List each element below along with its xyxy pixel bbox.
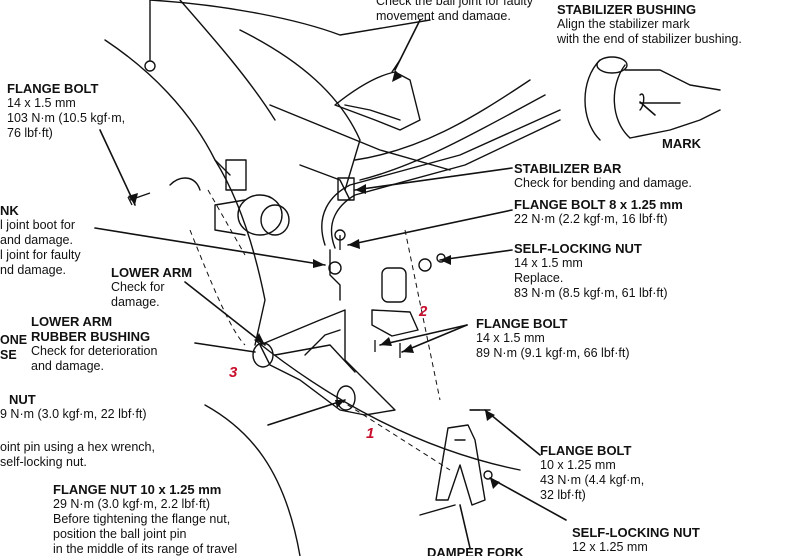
label-line: damage. bbox=[111, 295, 160, 309]
label-title: FLANGE NUT 10 x 1.25 mm bbox=[53, 482, 222, 497]
upper-arm bbox=[144, 0, 421, 131]
label-line: 14 x 1.5 mm bbox=[7, 96, 76, 110]
label-title: STABILIZER BUSHING bbox=[557, 2, 697, 17]
label-flange-bolt-10: FLANGE BOLT 10 x 1.25 mm 43 N·m (4.4 kgf… bbox=[540, 443, 644, 503]
bolt-14-left bbox=[127, 192, 151, 206]
label-line: 76 lbf·ft) bbox=[7, 126, 53, 140]
label-line: 12 x 1.25 mm bbox=[572, 540, 648, 554]
label-line: oint pin using a hex wrench, bbox=[0, 440, 155, 454]
label-line: 14 x 1.5 mm bbox=[476, 331, 545, 345]
label-title: NK bbox=[0, 203, 19, 218]
label-flange-bolt-8: FLANGE BOLT 8 x 1.25 mm 22 N·m (2.2 kgf·… bbox=[514, 197, 683, 227]
label-line: Check for bending and damage. bbox=[514, 176, 692, 190]
label-title: FLANGE BOLT 8 x 1.25 mm bbox=[514, 197, 683, 212]
label-title: MARK bbox=[662, 136, 701, 151]
label-line: ONE bbox=[0, 333, 28, 347]
label-line: movement and damage. bbox=[376, 9, 511, 20]
label-line: 89 N·m (9.1 kgf·m, 66 lbf·ft) bbox=[476, 346, 630, 360]
driveshaft-boot bbox=[169, 159, 290, 236]
label-line: 9 N·m (3.0 kgf·m, 22 lbf·ft) bbox=[0, 407, 147, 421]
label-line: 32 lbf·ft) bbox=[540, 488, 586, 502]
label-line: SE bbox=[0, 348, 17, 362]
label-line: nd damage. bbox=[0, 263, 67, 277]
label-title: LOWER ARM bbox=[31, 314, 113, 329]
lower-arm bbox=[252, 309, 396, 416]
stabilizer-link bbox=[328, 229, 346, 301]
label-nut-partial: NUT 9 N·m (3.0 kgf·m, 22 lbf·ft) bbox=[0, 392, 147, 422]
label-title: STABILIZER BAR bbox=[514, 161, 622, 176]
label-lower-arm-bushing: LOWER ARM RUBBER BUSHING Check for deter… bbox=[31, 314, 157, 374]
wheel-arcs bbox=[204, 339, 521, 556]
label-title: FLANGE BOLT bbox=[476, 316, 568, 331]
label-line: l joint for faulty bbox=[0, 248, 81, 262]
label-title: FLANGE BOLT bbox=[540, 443, 632, 458]
stabilizer-bar bbox=[321, 109, 561, 249]
label-stabilizer-bar: STABILIZER BAR Check for bending and dam… bbox=[514, 161, 692, 191]
label-damper-fork: DAMPER FORK bbox=[427, 545, 524, 556]
label-line: 103 N·m (10.5 kgf·m, bbox=[7, 111, 126, 125]
label-line: 43 N·m (4.4 kgf·m, bbox=[540, 473, 645, 487]
label-line: Align the stabilizer mark bbox=[557, 17, 690, 31]
bushing-detail bbox=[584, 56, 721, 141]
label-line: 83 N·m (8.5 kgf·m, 61 lbf·ft) bbox=[514, 286, 668, 300]
label-line: Check the ball joint for faulty bbox=[376, 0, 534, 8]
label-joint-pin: oint pin using a hex wrench, self-lockin… bbox=[0, 440, 155, 470]
label-title: SELF-LOCKING NUT bbox=[572, 525, 700, 540]
callout-2: 2 bbox=[419, 303, 428, 320]
label-line: Check for bbox=[111, 280, 165, 294]
label-title-2: RUBBER BUSHING bbox=[31, 329, 151, 344]
label-title: LOWER ARM bbox=[111, 265, 193, 280]
label-title: DAMPER FORK bbox=[427, 545, 524, 556]
callout-3: 3 bbox=[229, 364, 238, 381]
label-link-partial: NK l joint boot for and damage. l joint … bbox=[0, 203, 81, 278]
label-line: 14 x 1.5 mm bbox=[514, 256, 583, 270]
label-lower-arm: LOWER ARM Check for damage. bbox=[111, 265, 192, 310]
label-title: FLANGE BOLT bbox=[7, 81, 99, 96]
label-stabilizer-bushing: STABILIZER BUSHING Align the stabilizer … bbox=[557, 2, 742, 47]
damper-fork bbox=[419, 409, 493, 516]
label-ball-joint-check: Check the ball joint for faulty movement… bbox=[376, 0, 533, 20]
label-flange-bolt-left: FLANGE BOLT 14 x 1.5 mm 103 N·m (10.5 kg… bbox=[7, 81, 125, 141]
label-line: with the end of stabilizer bushing. bbox=[557, 32, 742, 46]
label-line: self-locking nut. bbox=[0, 455, 87, 469]
callout-1: 1 bbox=[366, 425, 375, 442]
label-line: and damage. bbox=[0, 233, 73, 247]
label-line: 29 N·m (3.0 kgf·m, 2.2 lbf·ft) bbox=[53, 497, 210, 511]
label-line: 10 x 1.25 mm bbox=[540, 458, 616, 472]
label-title: NUT bbox=[9, 392, 36, 407]
label-line: Replace. bbox=[514, 271, 564, 285]
label-line: position the ball joint pin bbox=[53, 527, 187, 541]
label-line: and damage. bbox=[31, 359, 104, 373]
label-flange-bolt-14-89: FLANGE BOLT 14 x 1.5 mm 89 N·m (9.1 kgf·… bbox=[476, 316, 630, 361]
label-self-locking-nut-14: SELF-LOCKING NUT 14 x 1.5 mm Replace. 83… bbox=[514, 241, 668, 301]
label-line: Before tightening the flange nut, bbox=[53, 512, 231, 526]
label-one-se-partial: ONE SE bbox=[0, 333, 27, 363]
label-self-locking-nut-12: SELF-LOCKING NUT 12 x 1.25 mm bbox=[572, 525, 700, 556]
label-line: Check for deterioration bbox=[31, 344, 158, 358]
label-line: 22 N·m (2.2 kgf·m, 16 lbf·ft) bbox=[514, 212, 668, 226]
label-flange-nut: FLANGE NUT 10 x 1.25 mm 29 N·m (3.0 kgf·… bbox=[53, 482, 237, 556]
label-title: SELF-LOCKING NUT bbox=[514, 241, 642, 256]
stabilizer-bushing-bracket bbox=[371, 253, 446, 337]
label-mark: MARK bbox=[662, 136, 701, 151]
label-line: l joint boot for bbox=[0, 218, 76, 232]
label-line: in the middle of its range of travel bbox=[53, 542, 238, 556]
